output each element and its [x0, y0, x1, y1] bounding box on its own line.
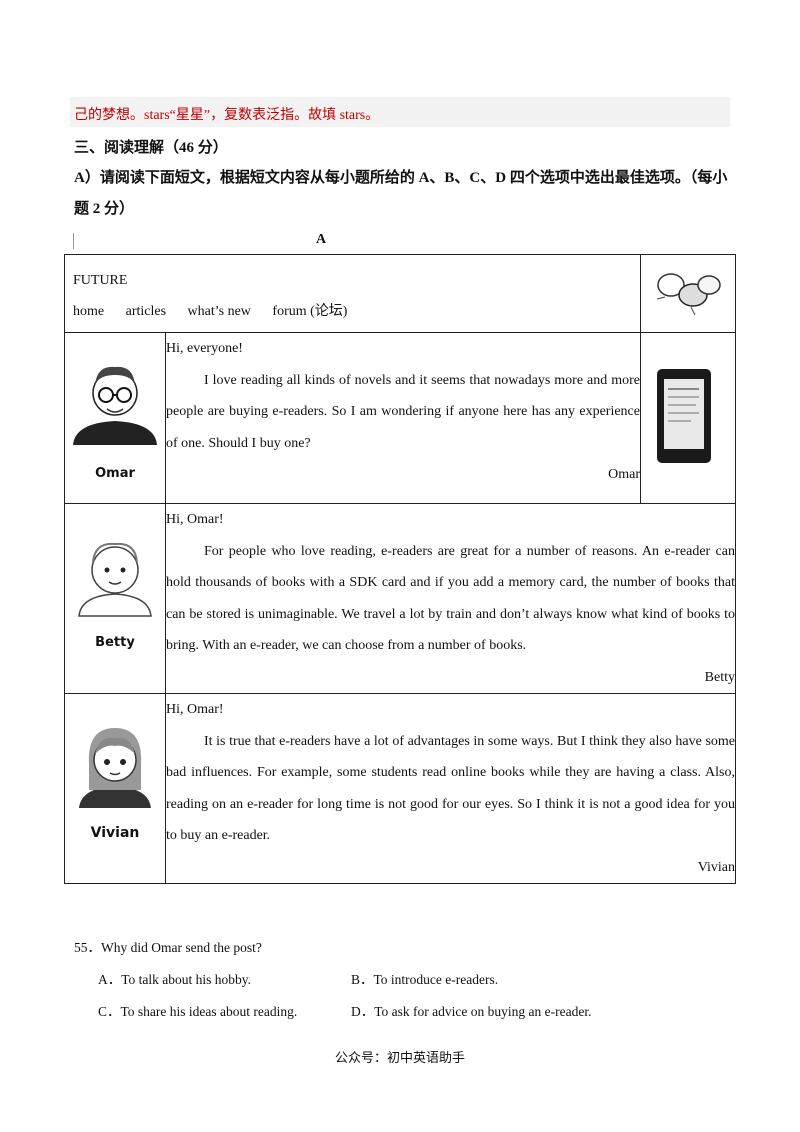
option-b[interactable]: B．To introduce e-readers. — [351, 972, 499, 987]
ereader-image — [657, 369, 711, 463]
avatar-name-omar: Omar — [95, 466, 135, 481]
post-signature: Betty — [704, 669, 735, 685]
section-title: 三、阅读理解（46 分） — [74, 140, 228, 156]
forum-table: FUTURE home articles what’s new forum (论… — [64, 254, 736, 884]
omar-avatar — [73, 366, 157, 445]
option-d[interactable]: D．To ask for advice on buying an e-reade… — [351, 1004, 592, 1019]
avatar-cell-betty: Betty — [64, 503, 166, 694]
post-greeting: Hi, Omar! — [166, 702, 224, 717]
post-omar: Hi, everyone! I love reading all kinds o… — [165, 332, 641, 504]
footer: 公众号：初中英语助手 — [334, 1050, 465, 1065]
post-body: It is true that e-readers have a lot of … — [166, 733, 735, 844]
post-betty: Hi, Omar! For people who love reading, e… — [165, 503, 736, 694]
post-vivian: Hi, Omar! It is true that e-readers have… — [165, 693, 736, 884]
margin-tick — [73, 233, 74, 249]
passage-label: A — [316, 232, 327, 247]
ereader-image-cell — [640, 332, 736, 504]
site-name: FUTURE — [73, 273, 128, 288]
post-body: For people who love reading, e-readers a… — [166, 543, 735, 654]
answer-note-bar — [70, 97, 730, 127]
instruction: A）请阅读下面短文，根据短文内容从每小题所给的 A、B、C、D 四个选项中选出最… — [74, 170, 728, 217]
avatar-name-betty: Betty — [95, 635, 135, 650]
header-image-cell — [640, 254, 736, 333]
nav-forum[interactable]: forum (论坛) — [272, 304, 348, 319]
forum-nav: home articles what’s new forum (论坛) — [73, 296, 640, 327]
nav-whats-new[interactable]: what’s new — [187, 304, 251, 319]
answer-note: 己的梦想。stars“星星”，复数表泛指。故填 stars。 — [74, 108, 380, 123]
post-greeting: Hi, everyone! — [166, 341, 243, 356]
nav-home[interactable]: home — [73, 304, 105, 319]
avatar-cell-vivian: Vivian — [64, 693, 166, 884]
betty-avatar — [78, 542, 152, 617]
post-signature: Omar — [608, 467, 640, 482]
option-a[interactable]: A．To talk about his hobby. — [98, 972, 252, 987]
post-signature: Vivian — [697, 859, 735, 875]
post-greeting: Hi, Omar! — [166, 512, 224, 527]
option-c[interactable]: C．To share his ideas about reading. — [98, 1004, 298, 1019]
eggs-image — [656, 273, 721, 316]
post-body: I love reading all kinds of novels and i… — [166, 372, 640, 451]
avatar-name-vivian: Vivian — [90, 825, 140, 841]
forum-header: FUTURE home articles what’s new forum (论… — [64, 254, 641, 333]
question-stem: 55．Why did Omar send the post? — [74, 940, 262, 955]
nav-articles[interactable]: articles — [125, 304, 167, 319]
avatar-cell-omar: Omar — [64, 332, 166, 504]
vivian-avatar — [79, 728, 151, 808]
